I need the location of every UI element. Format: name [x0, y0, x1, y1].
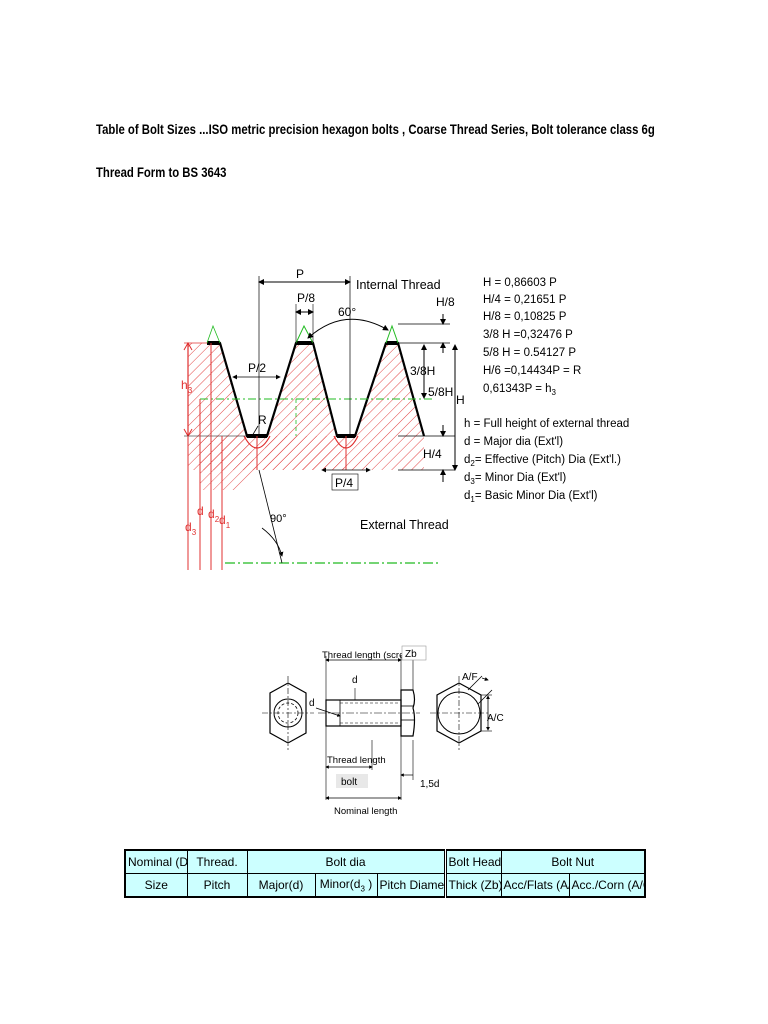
header-nominal: Nominal (D) — [124, 849, 188, 874]
formula-5: H/6 =0,14434P = R — [483, 365, 581, 377]
formula-list: H = 0,86603 P H/4 = 0,21651 P H/8 = 0,10… — [483, 277, 581, 397]
label-h4: H/4 — [423, 447, 442, 461]
label-nominal-length: Nominal length — [334, 806, 397, 817]
label-p2: P/2 — [248, 361, 266, 375]
label-thread-length-screw: Thread length (screw ) — [322, 650, 417, 661]
table-subheader-row: Size Pitch Major(d) Minor(d3 ) Pitch Dia… — [124, 873, 646, 898]
legend-list: h = Full height of external thread d = M… — [464, 418, 629, 504]
label-d-left: d — [309, 698, 315, 709]
label-bolt: bolt — [341, 777, 357, 788]
label-h3: h3 — [181, 378, 193, 395]
thread-form-diagram: P P/8 60° Internal Thread H/8 3/8H 5/8H … — [181, 267, 629, 570]
label-external-thread: External Thread — [360, 518, 449, 532]
header-bolt-nut: Bolt Nut — [500, 849, 646, 874]
header-pitch-diameter: Pitch Diameter — [376, 873, 447, 898]
header-thread: Thread. — [186, 849, 248, 874]
header-thick: Thick (Zb) — [444, 873, 502, 898]
label-60: 60° — [338, 305, 356, 319]
label-internal-thread: Internal Thread — [356, 278, 441, 292]
bolt-head — [400, 689, 416, 737]
header-major: Major(d) — [246, 873, 316, 898]
label-p8: P/8 — [297, 291, 315, 305]
header-acc-flats: Acc/Flats (A/F) — [500, 873, 570, 898]
root-hatch — [200, 436, 257, 490]
header-pitch: Pitch — [186, 873, 248, 898]
legend-1: d = Major dia (Ext'l) — [464, 436, 563, 448]
formula-0: H = 0,86603 P — [483, 277, 557, 289]
bolt-size-table: Nominal (D) Thread. Bolt dia Bolt Head B… — [124, 849, 646, 898]
label-d1: d1 — [219, 513, 231, 530]
page-title: Table of Bolt Sizes ...ISO metric precis… — [96, 122, 655, 137]
nut-hexagon-left — [269, 682, 307, 744]
label-d-top: d — [352, 675, 358, 686]
label-r: R — [258, 413, 267, 427]
legend-2: d2= Effective (Pitch) Dia (Ext'l.) — [464, 454, 621, 468]
label-af: A/F — [462, 672, 478, 683]
label-p: P — [296, 267, 304, 281]
legend-0: h = Full height of external thread — [464, 418, 629, 430]
label-d: d — [197, 504, 204, 518]
label-d3: d3 — [185, 520, 197, 537]
label-d2: d2 — [208, 507, 220, 524]
label-ac: A/C — [487, 713, 504, 724]
label-p4: P/4 — [335, 476, 353, 490]
bolt-diagram: A/F A/C Thread length (screw ) Zb d d Th… — [262, 645, 504, 817]
header-acc-corn: Acc./Corn (A/C) — [568, 873, 646, 898]
label-thread-length: Thread length — [327, 755, 386, 766]
header-bolt-dia: Bolt dia — [246, 849, 447, 874]
label-5-8h: 5/8H — [428, 385, 453, 399]
header-minor: Minor(d3 ) — [314, 873, 378, 898]
label-zb: Zb — [405, 649, 417, 660]
label-3-8h: 3/8H — [410, 364, 435, 378]
formula-2: H/8 = 0,10825 P — [483, 311, 567, 323]
formula-6: 0,61343P = h3 — [483, 383, 557, 397]
formula-1: H/4 = 0,21651 P — [483, 294, 567, 306]
label-h8: H/8 — [436, 295, 455, 309]
header-size: Size — [124, 873, 188, 898]
label-1-5d: 1,5d — [420, 779, 439, 790]
formula-4: 5/8 H = 0.54127 P — [483, 347, 576, 359]
header-bolt-head: Bolt Head — [444, 849, 502, 874]
table-header-row: Nominal (D) Thread. Bolt dia Bolt Head B… — [124, 849, 646, 874]
legend-4: d1= Basic Minor Dia (Ext'l) — [464, 490, 598, 504]
section-title: Thread Form to BS 3643 — [96, 165, 227, 180]
formula-3: 3/8 H =0,32476 P — [483, 329, 573, 341]
label-90: 90° — [270, 513, 287, 525]
label-h: H — [456, 393, 465, 407]
legend-3: d3= Minor Dia (Ext'l) — [464, 472, 566, 486]
